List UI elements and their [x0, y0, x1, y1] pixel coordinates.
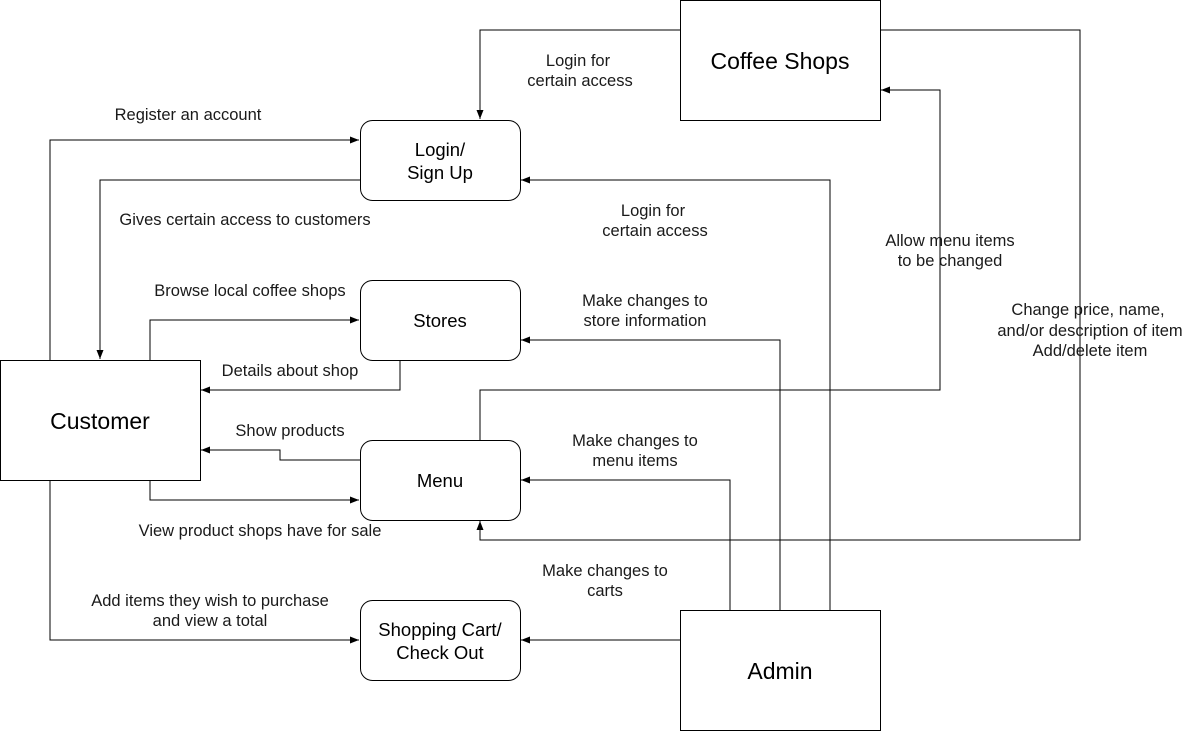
label-allow-menu-2: to be changed [898, 252, 1003, 270]
edge-admin-to-login [521, 176, 831, 610]
label-details: Details about shop [222, 362, 359, 380]
edge-stores-details [201, 360, 401, 394]
label-coffee-login-1: Login for [546, 52, 611, 70]
label-show-products: Show products [235, 422, 344, 440]
node-login[interactable]: Login/ Sign Up [360, 120, 521, 201]
edge-admin-to-menu [521, 476, 731, 610]
label-admin-login-1: Login for [621, 202, 686, 220]
node-menu-label: Menu [417, 470, 463, 491]
edge-customer-browse [149, 316, 359, 360]
label-change-price-1: Change price, name, [1011, 301, 1164, 319]
node-stores-label: Stores [413, 310, 466, 331]
label-allow-menu-1: Allow menu items [885, 232, 1014, 250]
node-admin-label: Admin [747, 658, 812, 684]
node-cart[interactable]: Shopping Cart/ Check Out [360, 600, 521, 681]
edge-coffee-to-menu [476, 29, 1081, 541]
node-admin[interactable]: Admin [680, 610, 881, 731]
edge-customer-to-cart [49, 480, 359, 644]
label-change-price-3: Add/delete item [1033, 342, 1148, 360]
label-menu-changes-1: Make changes to [572, 432, 698, 450]
label-store-changes-1: Make changes to [582, 292, 708, 310]
node-menu[interactable]: Menu [360, 440, 521, 521]
label-cart-changes-1: Make changes to [542, 562, 668, 580]
label-register: Register an account [115, 106, 262, 124]
node-coffee-shops[interactable]: Coffee Shops [680, 0, 881, 121]
label-add-items-1: Add items they wish to purchase [91, 592, 329, 610]
edge-login-gives-access [96, 179, 360, 359]
label-browse: Browse local coffee shops [154, 282, 345, 300]
label-change-price-2: and/or description of item [997, 322, 1182, 340]
label-menu-changes-2: menu items [592, 452, 677, 470]
edge-customer-view-products [149, 480, 359, 504]
edge-coffee-to-login [476, 29, 680, 119]
label-cart-changes-2: carts [587, 582, 623, 600]
node-stores[interactable]: Stores [360, 280, 521, 361]
edges [49, 29, 1081, 644]
edge-menu-show-products [201, 446, 360, 461]
label-add-items-2: and view a total [153, 612, 268, 630]
node-customer[interactable]: Customer [0, 360, 201, 481]
edge-customer-register [49, 136, 359, 360]
node-customer-label: Customer [50, 408, 150, 434]
edge-admin-to-stores [521, 336, 781, 610]
label-store-changes-2: store information [584, 312, 707, 330]
label-admin-login-2: certain access [602, 222, 707, 240]
node-cart-line1: Shopping Cart/ [378, 619, 502, 640]
label-coffee-login-2: certain access [527, 72, 632, 90]
node-login-line1: Login/ [415, 139, 466, 160]
node-cart-line2: Check Out [396, 642, 483, 663]
node-coffee-shops-label: Coffee Shops [711, 48, 850, 74]
edge-labels: Login for certain access Register an acc… [91, 52, 1182, 630]
label-view-products: View product shops have for sale [139, 522, 382, 540]
node-login-line2: Sign Up [407, 162, 473, 183]
edge-menu-to-coffee [479, 86, 941, 440]
label-gives-access: Gives certain access to customers [119, 211, 370, 229]
